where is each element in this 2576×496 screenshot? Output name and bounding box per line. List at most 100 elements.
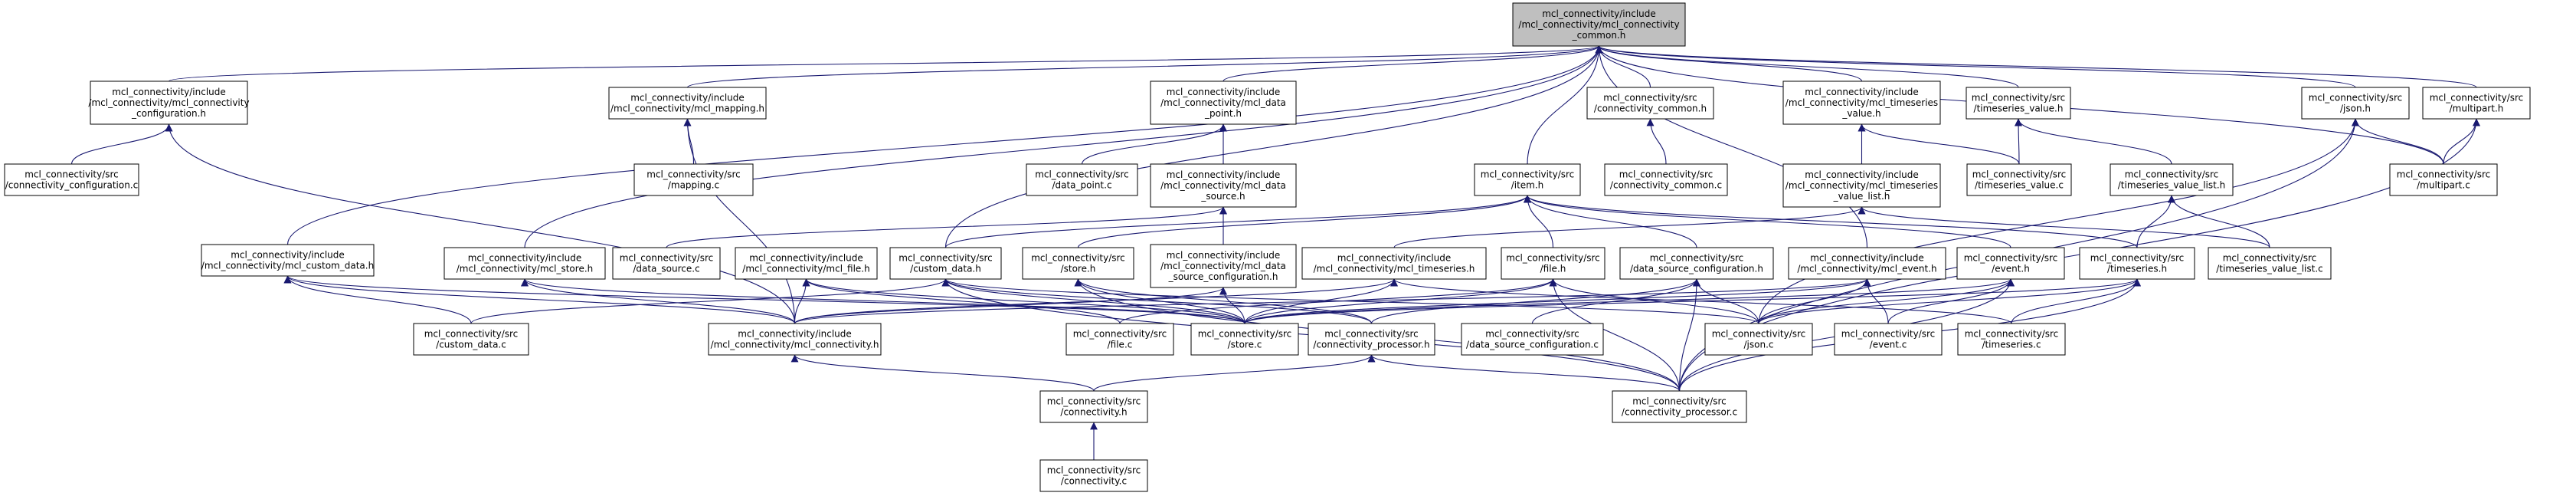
graph-node-ts_c[interactable]: mcl_connectivity/src/timeseries.c xyxy=(1957,323,2066,356)
node-label-line: /multipart.c xyxy=(2417,180,2470,191)
edge-cp_c-to-cp_h xyxy=(1367,354,1681,392)
node-label-line: mcl_connectivity/include xyxy=(738,329,852,340)
graph-node-conf_c[interactable]: mcl_connectivity/src/connectivity_config… xyxy=(4,163,139,196)
node-label-line: /timeseries.h xyxy=(2107,264,2167,274)
edge-cp_h-to-store_h xyxy=(1074,278,1373,324)
node-box xyxy=(1966,87,2071,120)
graph-node-conn_h[interactable]: mcl_connectivity/src/connectivity.h xyxy=(1039,390,1148,423)
graph-node-file_h[interactable]: mcl_connectivity/src/file.h xyxy=(1501,247,1605,280)
graph-node-tsv_h[interactable]: mcl_connectivity/src/timeseries_value.h xyxy=(1966,87,2071,120)
graph-node-file_inc[interactable]: mcl_connectivity/include/mcl_connectivit… xyxy=(735,247,878,280)
edge-store_c-to-store_inc xyxy=(521,278,1245,324)
graph-node-mapping_c[interactable]: mcl_connectivity/src/mapping.c xyxy=(633,163,754,196)
graph-node-file_c[interactable]: mcl_connectivity/src/file.c xyxy=(1065,323,1174,356)
node-box xyxy=(1586,87,1714,120)
node-label-line: mcl_connectivity/src xyxy=(25,169,119,180)
edge-json_c-to-ts_h xyxy=(1758,278,2141,324)
graph-node-json_c[interactable]: mcl_connectivity/src/json.c xyxy=(1704,323,1813,356)
graph-node-store_c[interactable]: mcl_connectivity/src/store.c xyxy=(1190,323,1299,356)
graph-node-dsconf_inc[interactable]: mcl_connectivity/include/mcl_connectivit… xyxy=(1150,244,1297,288)
node-label-line: mcl_connectivity/src xyxy=(1506,253,1600,264)
edge-json_c-to-json_h xyxy=(1758,118,2359,324)
graph-node-cc_c[interactable]: mcl_connectivity/src/connectivity_common… xyxy=(1604,163,1728,196)
graph-node-dsconf_c[interactable]: mcl_connectivity/src/data_source_configu… xyxy=(1461,323,1604,356)
graph-node-tsvl_h[interactable]: mcl_connectivity/src/timeseries_value_li… xyxy=(2110,163,2234,196)
edge-mc_inc-to-file_inc xyxy=(794,278,810,324)
node-label-line: mcl_connectivity/src xyxy=(1047,465,1141,476)
graph-node-dp_c[interactable]: mcl_connectivity/src/data_point.c xyxy=(1026,163,1138,196)
graph-node-mapping_h[interactable]: mcl_connectivity/include/mcl_connectivit… xyxy=(608,87,767,120)
node-box xyxy=(1022,247,1134,280)
node-label-line: mcl_connectivity/include xyxy=(1337,253,1452,264)
edge-item_h-to-common xyxy=(1527,45,1603,165)
graph-node-item_h[interactable]: mcl_connectivity/src/item.h xyxy=(1474,163,1581,196)
graph-node-ts_inc[interactable]: mcl_connectivity/include/mcl_connectivit… xyxy=(1301,247,1487,280)
node-label-line: mcl_connectivity/include xyxy=(231,250,345,261)
edge-file_c-to-file_inc xyxy=(802,278,1121,324)
node-label-line: mcl_connectivity/src xyxy=(2430,93,2524,103)
graph-node-cp_c[interactable]: mcl_connectivity/src/connectivity_proces… xyxy=(1612,390,1747,423)
nodes-layer: mcl_connectivity/include/mcl_connectivit… xyxy=(4,2,2531,492)
graph-node-multipart_h[interactable]: mcl_connectivity/src/multipart.h xyxy=(2422,87,2531,120)
edge-ts_h-to-item_h xyxy=(1524,195,2138,248)
graph-node-dsconf_h[interactable]: mcl_connectivity/src/data_source_configu… xyxy=(1619,247,1774,280)
node-box xyxy=(1301,247,1487,280)
graph-node-cd_c[interactable]: mcl_connectivity/src/custom_data.c xyxy=(413,323,529,356)
node-box xyxy=(1966,163,2072,196)
node-label-line: mcl_connectivity/include xyxy=(749,253,863,264)
edge-store_h-to-item_h xyxy=(1077,195,1531,248)
node-label-line: /mcl_connectivity/mcl_data xyxy=(1160,261,1286,271)
graph-node-conf_h[interactable]: mcl_connectivity/include/mcl_connectivit… xyxy=(88,80,250,125)
graph-node-dp_h[interactable]: mcl_connectivity/include/mcl_connectivit… xyxy=(1150,80,1297,125)
node-label-line: /mcl_connectivity/mcl_timeseries xyxy=(1786,180,1938,191)
graph-node-ds_c[interactable]: mcl_connectivity/src/data_source.c xyxy=(612,247,721,280)
node-label-line: _configuration.h xyxy=(131,108,206,119)
graph-node-cd_inc[interactable]: mcl_connectivity/include/mcl_connectivit… xyxy=(201,244,375,277)
node-label-line: mcl_connectivity/src xyxy=(1485,329,1579,340)
graph-node-tsvl_c[interactable]: mcl_connectivity/src/timeseries_value_li… xyxy=(2208,247,2332,280)
node-label-line: mcl_connectivity/include xyxy=(1542,8,1656,19)
graph-node-cd_h[interactable]: mcl_connectivity/src/custom_data.h xyxy=(889,247,1002,280)
node-box xyxy=(608,87,767,120)
edge-dsconf_h-to-item_h xyxy=(1524,195,1697,248)
node-label-line: mcl_connectivity/include xyxy=(1805,87,1919,97)
node-box xyxy=(889,247,1002,280)
graph-node-ds_h[interactable]: mcl_connectivity/include/mcl_connectivit… xyxy=(1150,163,1297,208)
graph-node-multipart_c[interactable]: mcl_connectivity/src/multipart.c xyxy=(2389,163,2498,196)
graph-node-cp_h[interactable]: mcl_connectivity/src/connectivity_proces… xyxy=(1308,323,1435,356)
edge-ts_c-to-ts_h xyxy=(2011,278,2141,324)
graph-node-common[interactable]: mcl_connectivity/include/mcl_connectivit… xyxy=(1512,2,1686,47)
node-label-line: mcl_connectivity/src xyxy=(1198,329,1292,340)
edge-event_inc-to-common xyxy=(1595,45,1868,248)
graph-node-tsv_c[interactable]: mcl_connectivity/src/timeseries_value.c xyxy=(1966,163,2072,196)
edge-dp_c-to-dp_h xyxy=(1081,123,1227,165)
node-box xyxy=(1065,323,1174,356)
graph-node-tsvl_inc[interactable]: mcl_connectivity/include/mcl_connectivit… xyxy=(1782,163,1941,208)
node-label-line: /mcl_connectivity/mcl_custom_data.h xyxy=(201,261,374,271)
node-box xyxy=(1474,163,1581,196)
graph-node-json_h[interactable]: mcl_connectivity/src/json.h xyxy=(2301,87,2410,120)
node-label-line: mcl_connectivity/src xyxy=(2090,253,2185,264)
node-label-line: /json.h xyxy=(2340,103,2371,114)
node-box xyxy=(1788,247,1946,280)
graph-node-store_inc[interactable]: mcl_connectivity/include/mcl_connectivit… xyxy=(444,247,606,280)
node-label-line: /mcl_connectivity/mcl_data xyxy=(1160,180,1286,191)
graph-node-event_c[interactable]: mcl_connectivity/src/event.c xyxy=(1834,323,1943,356)
graph-node-tsv_inc[interactable]: mcl_connectivity/include/mcl_connectivit… xyxy=(1782,80,1941,125)
graph-node-event_h[interactable]: mcl_connectivity/src/event.h xyxy=(1956,247,2065,280)
edge-json_c-to-cd_h xyxy=(941,278,1759,324)
node-box xyxy=(708,323,882,356)
node-box xyxy=(1026,163,1138,196)
graph-node-store_h[interactable]: mcl_connectivity/src/store.h xyxy=(1022,247,1134,280)
graph-node-cc_h[interactable]: mcl_connectivity/src/connectivity_common… xyxy=(1586,87,1714,120)
graph-node-conn_c[interactable]: mcl_connectivity/src/connectivity.c xyxy=(1039,459,1148,492)
graph-node-event_inc[interactable]: mcl_connectivity/include/mcl_connectivit… xyxy=(1788,247,1946,280)
node-label-line: /item.h xyxy=(1511,180,1544,191)
node-box xyxy=(1308,323,1435,356)
graph-node-mc_inc[interactable]: mcl_connectivity/include/mcl_connectivit… xyxy=(708,323,882,356)
node-label-line: /data_source_configuration.c xyxy=(1466,340,1599,350)
edge-store_c-to-cd_inc xyxy=(283,275,1245,324)
edge-store_c-to-file_inc xyxy=(802,278,1245,324)
node-label-line: /mapping.c xyxy=(668,180,719,191)
graph-node-ts_h[interactable]: mcl_connectivity/src/timeseries.h xyxy=(2079,247,2195,280)
